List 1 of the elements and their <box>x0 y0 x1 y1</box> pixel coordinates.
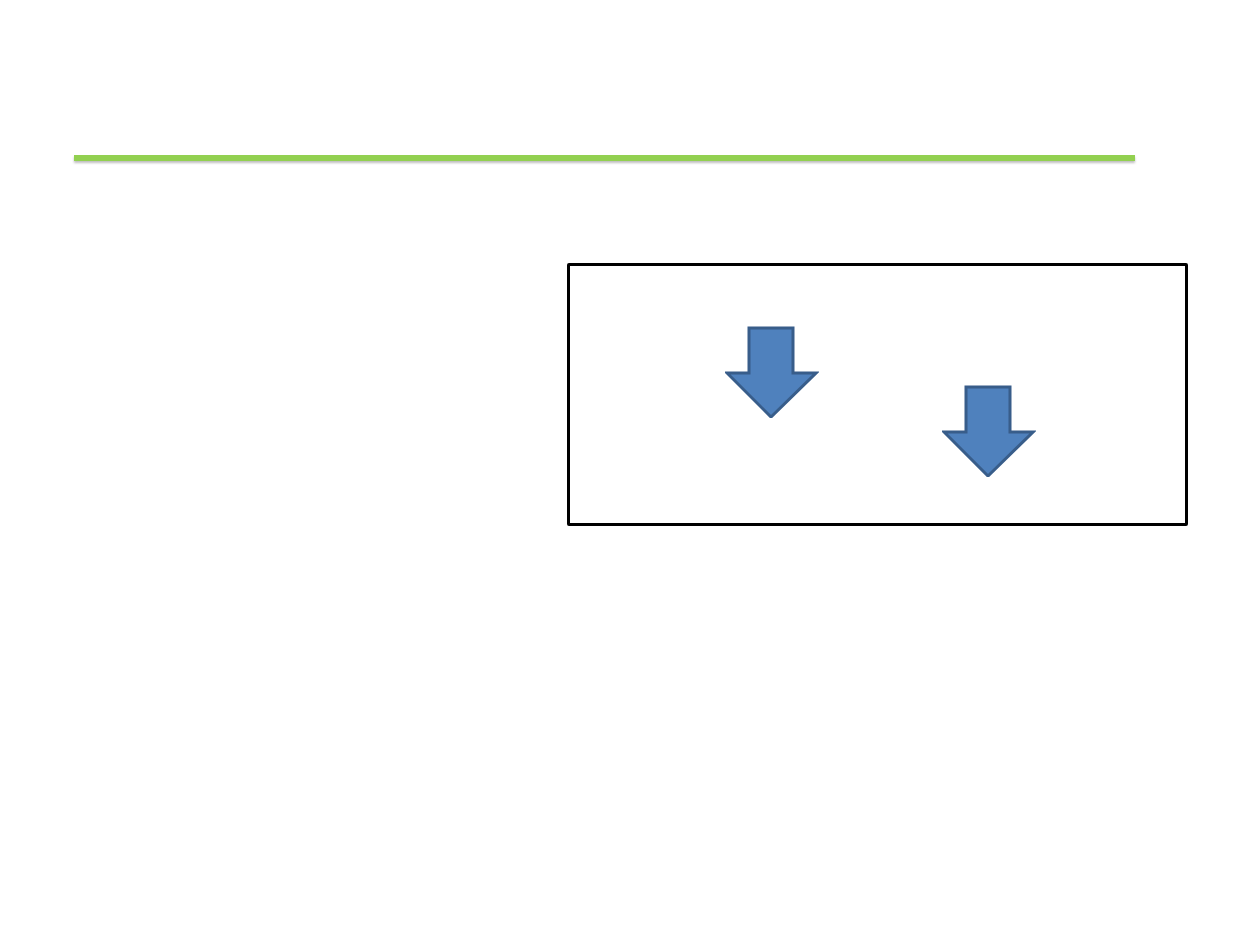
frame-box <box>567 263 1188 526</box>
